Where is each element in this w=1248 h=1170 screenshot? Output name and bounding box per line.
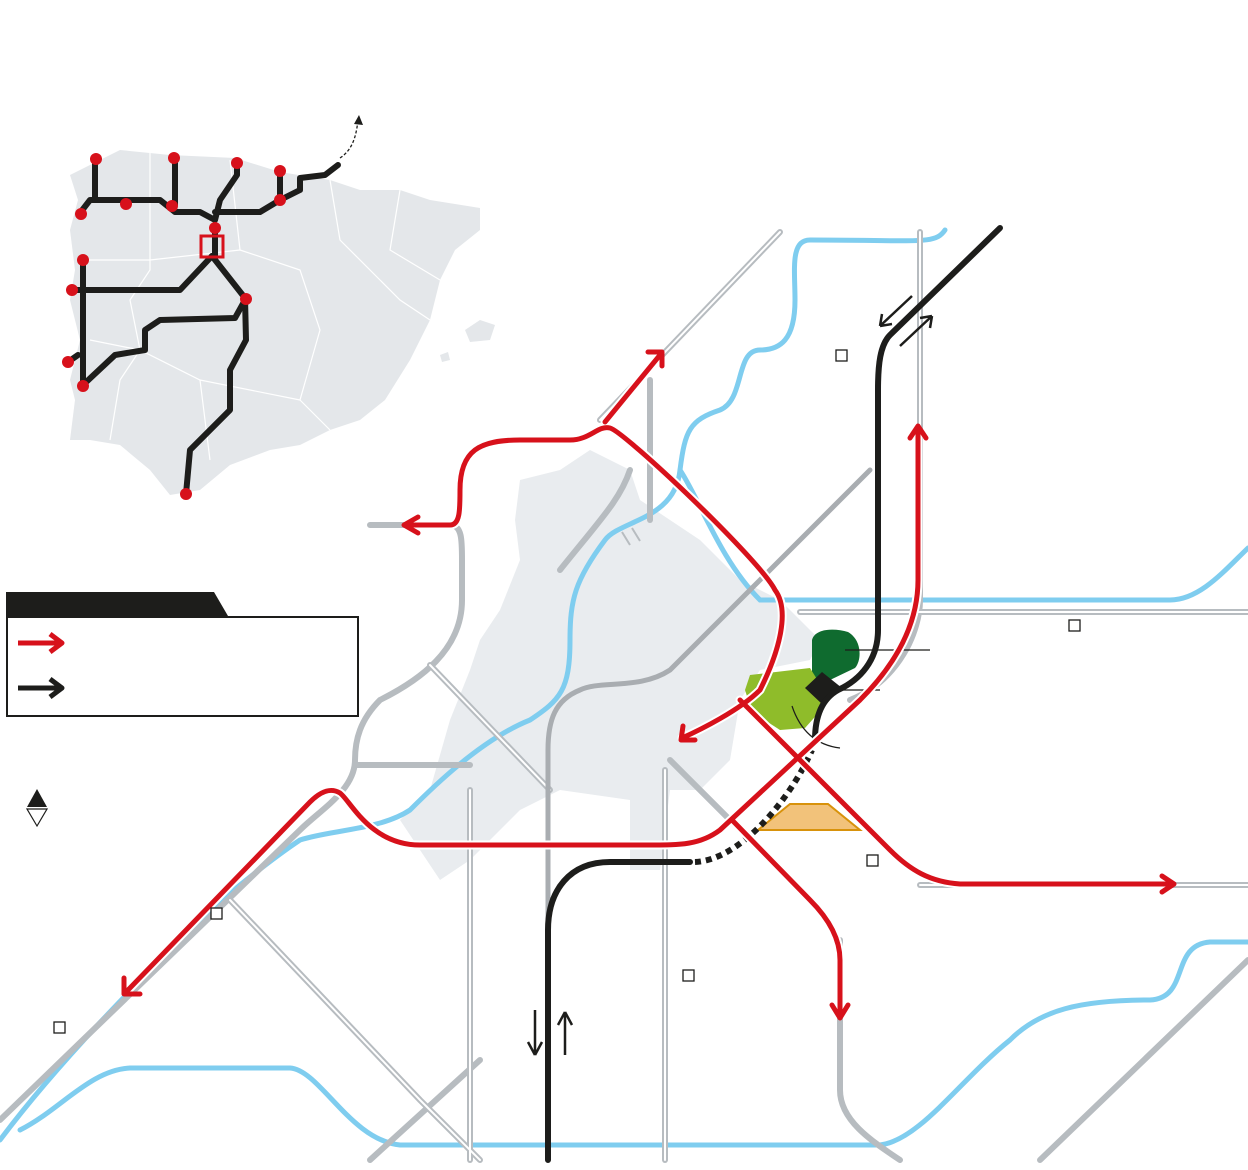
inset-arrowhead bbox=[354, 115, 363, 125]
railway-line bbox=[545, 225, 1003, 1163]
legend-item-railway bbox=[16, 673, 82, 703]
place-marker-3 bbox=[866, 854, 879, 867]
iberia-silhouette bbox=[70, 150, 480, 495]
region-borders bbox=[80, 150, 441, 461]
inset-continuation-arrow bbox=[339, 119, 359, 159]
red-arrow-icon bbox=[18, 632, 65, 654]
place-marker-5 bbox=[682, 969, 695, 982]
legend-tab bbox=[6, 592, 228, 616]
place-markers bbox=[53, 349, 1081, 1034]
inset-city-dots bbox=[62, 152, 286, 500]
inset-rail-network bbox=[65, 155, 341, 497]
place-marker-4 bbox=[210, 907, 223, 920]
station-diamond bbox=[805, 672, 842, 704]
inset-location-box bbox=[199, 234, 225, 259]
black-arrow-icon bbox=[18, 677, 65, 699]
compass bbox=[25, 788, 49, 828]
rail-direction-arrows bbox=[526, 295, 934, 1056]
road-inner bbox=[229, 231, 1248, 1161]
grey-rail bbox=[545, 467, 873, 1003]
legend-item-highway bbox=[16, 628, 82, 658]
bridge-mark bbox=[621, 527, 641, 546]
legend-box bbox=[6, 616, 359, 717]
inset-map bbox=[62, 115, 495, 500]
highway-arrowheads bbox=[121, 349, 1177, 1021]
place-marker-2 bbox=[1068, 619, 1081, 632]
embankment bbox=[755, 803, 863, 831]
urban-area bbox=[400, 450, 820, 880]
highways bbox=[125, 352, 1173, 1015]
north-arrow-icon bbox=[25, 789, 49, 828]
park-dark bbox=[812, 629, 860, 680]
balearic-islands bbox=[440, 320, 495, 362]
place-marker-6 bbox=[53, 1021, 66, 1034]
place-marker-1 bbox=[835, 349, 848, 362]
